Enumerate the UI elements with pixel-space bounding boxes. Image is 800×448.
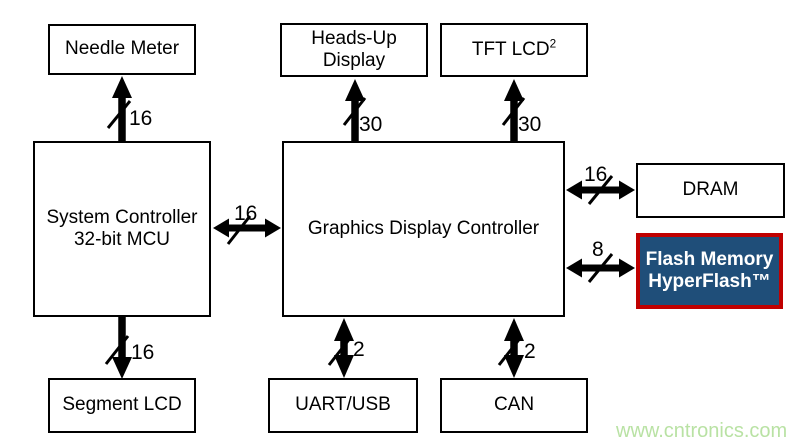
bus-width-sysctrl-gdc: 16 xyxy=(234,202,258,225)
node-label: DRAM xyxy=(682,179,739,201)
bus-arrow-gdc-uart-usb xyxy=(327,318,354,378)
bus-width-gdc-can: 2 xyxy=(524,340,536,363)
node-label: Heads-Up Display xyxy=(311,27,397,71)
node-can: CAN xyxy=(440,378,588,433)
node-flash-memory: Flash Memory HyperFlash™ xyxy=(636,233,783,309)
node-label: CAN xyxy=(493,394,535,416)
node-tft-lcd: TFT LCD2 xyxy=(440,23,588,77)
node-system-controller: System Controller 32-bit MCU xyxy=(33,141,211,317)
node-heads-up-display: Heads-Up Display xyxy=(280,23,428,77)
bus-width-gdc-dram: 16 xyxy=(584,163,608,186)
node-label: UART/USB xyxy=(295,394,391,416)
node-graphics-display-controller: Graphics Display Controller xyxy=(282,141,565,317)
bus-arrow-sysctrl-needle-meter xyxy=(106,76,132,141)
node-needle-meter: Needle Meter xyxy=(48,24,196,75)
bus-width-gdc-tft-lcd: 30 xyxy=(518,113,542,136)
bus-width-sysctrl-segment-lcd: 16 xyxy=(131,341,155,364)
node-label: Segment LCD xyxy=(62,394,182,416)
bus-arrow-gdc-tft-lcd xyxy=(501,79,526,141)
bus-arrow-gdc-flash-memory xyxy=(566,253,635,283)
node-dram: DRAM xyxy=(636,163,785,218)
node-label: Needle Meter xyxy=(64,38,180,60)
watermark: www.cntronics.com xyxy=(616,420,788,442)
node-segment-lcd: Segment LCD xyxy=(48,378,196,433)
bus-width-gdc-uart-usb: 2 xyxy=(353,338,365,361)
node-label: Graphics Display Controller xyxy=(307,217,540,239)
node-label: TFT LCD2 xyxy=(471,37,557,60)
node-label: System Controller 32-bit MCU xyxy=(46,206,198,250)
bus-arrow-gdc-dram xyxy=(566,175,635,205)
bus-arrow-sysctrl-segment-lcd xyxy=(104,317,132,379)
bus-width-gdc-heads-up-display: 30 xyxy=(359,113,383,136)
bus-width-sysctrl-needle-meter: 16 xyxy=(129,107,153,130)
bus-arrow-sysctrl-gdc xyxy=(213,215,281,245)
bus-width-gdc-flash-memory: 8 xyxy=(592,238,604,261)
bus-arrow-gdc-can xyxy=(497,318,524,378)
bus-arrow-gdc-heads-up-display xyxy=(342,79,367,141)
node-label: Flash Memory HyperFlash™ xyxy=(645,248,774,292)
tft-lcd-superscript: 2 xyxy=(549,37,557,51)
node-uart-usb: UART/USB xyxy=(268,378,418,433)
